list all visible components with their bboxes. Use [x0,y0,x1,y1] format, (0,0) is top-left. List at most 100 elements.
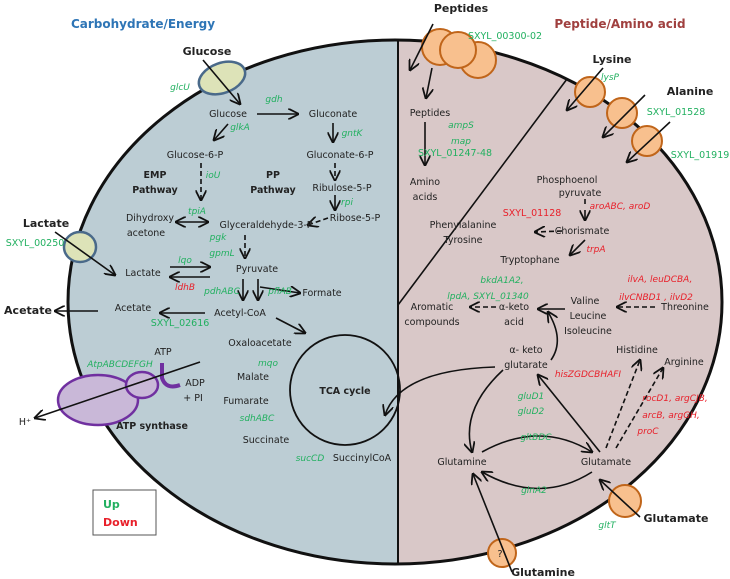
glutamate: Glutamate [581,457,631,468]
gluconate: Gluconate [309,109,358,120]
gene-bkdA1A2: bkdA1A2, [480,276,523,286]
succinylcoa: SuccinylCoA [333,453,392,464]
alpha-keto-acid-1: α-keto [499,302,529,313]
tca-cycle-circle [289,334,401,446]
gene-sxyl-00250: SXYL_00250 [6,238,65,249]
ext-acetate: Acetate [4,304,52,317]
unknown-transporter-mark: ? [497,549,502,560]
pi: + PI [183,393,203,404]
emp-pathway-1: EMP [144,170,167,181]
gene-ilvA-leuDCBA: ilvA, leuDCBA, [628,275,693,285]
pp-pathway-2: Pathway [250,185,296,196]
phosphoenolpyruvate-2: pyruvate [559,188,602,199]
gene-aro: aroABC, aroD [590,202,651,212]
glutamine-transporter [487,538,517,568]
alpha-keto-acid-2: acid [504,317,524,328]
peptide-transporter [421,28,497,79]
gene-ilvCNBD1-ilvD2: ilvCNBD1 , ilvD2 [619,293,693,303]
gene-sxyl-00300-02: SXYL_00300-02 [468,31,542,42]
ext-alanine: Alanine [667,85,714,98]
legend: Up Down [92,489,157,536]
gene-sucCD: sucCD [296,454,325,464]
gene-tpiA: tpiA [188,207,206,217]
h-plus: H⁺ [19,417,31,428]
gene-gltT: gltT [598,521,617,531]
gene-sxyl-02616: SXYL_02616 [151,318,210,329]
glyceraldehyde-3-p: Glyceraldehyde-3-P [219,220,312,231]
emp-pathway-2: Pathway [132,185,178,196]
lactate: Lactate [125,268,161,279]
pp-pathway-1: PP [266,170,280,181]
gluconate-6-p: Gluconate-6-P [306,150,373,161]
malate: Malate [237,372,269,383]
gene-map: map [451,137,471,147]
gene-glnA2: glnA2 [521,486,547,496]
chorismate: Chorismate [555,226,610,237]
gene-glcU: glcU [170,83,190,93]
gene-sxyl-01128: SXYL_01128 [503,208,562,219]
legend-up: Up [103,498,120,511]
threonine: Threonine [660,302,709,313]
ext-lactate: Lactate [23,217,69,230]
phosphoenolpyruvate-1: Phosphoenol [537,175,598,186]
valine: Valine [571,296,600,307]
region-divider-diagonal [397,74,571,306]
succinate: Succinate [243,435,290,446]
glucose-6-p: Glucose-6-P [167,150,224,161]
gene-sdhABC: sdhABC [240,414,275,424]
gene-ampS: ampS [448,121,474,131]
ribulose-5-p: Ribulose-5-P [312,183,371,194]
gene-lpdA-sxyl-01340: lpdA, SXYL_01340 [447,292,529,302]
gene-gdh: gdh [265,95,282,105]
reaction-arrows [35,23,671,573]
gene-trpA: trpA [586,245,605,255]
gene-ldhB: ldhB [175,283,195,293]
fumarate: Fumarate [223,396,268,407]
gene-gpmL: gpmL [209,249,234,259]
tyrosine: Tyrosine [443,235,483,246]
dihydroxyacetone-1: Dihydroxy [126,213,174,224]
ribose-5-p: Ribose-5-P [330,213,381,224]
gene-arcB-argGH: arcB, argGH, [642,411,700,421]
gene-pdhABC: pdhABC [203,287,240,297]
acetate: Acetate [115,303,152,314]
atp-synthase-shape [56,363,181,427]
lactate-transporter [62,230,98,264]
gene-atpABCDEFGH: AtpABCDEFGH [86,360,153,370]
gene-ioU: ioU [206,171,221,181]
legend-down: Down [103,516,138,529]
gene-mqo: mqo [258,359,278,369]
tca-cycle-label: TCA cycle [319,386,370,397]
gene-rpi: rpi [341,198,353,208]
gene-lqo: lqo [178,256,192,266]
adp: ADP [185,378,205,389]
peptides: Peptides [410,108,451,119]
ext-glutamate: Glutamate [644,512,709,525]
phenylalanine: Phenylalanine [430,220,497,231]
gene-sxyl-01919: SXYL_01919 [671,150,730,161]
glutamate-transporter [608,484,642,518]
ext-lysine: Lysine [592,53,631,66]
amino-acids-2: acids [413,192,438,203]
ext-peptides: Peptides [434,2,489,15]
gene-glkA: glkA [230,123,250,133]
atp-synthase-label: ATP synthase [116,421,188,432]
glucose: Glucose [209,109,247,120]
histidine: Histidine [616,345,658,356]
gene-pflAB: pflAB [267,287,292,297]
gene-sxyl-01528: SXYL_01528 [647,107,706,118]
gene-gluD1: gluD1 [518,392,545,402]
acetyl-coa: Acetyl-CoA [214,308,266,319]
aromatic-compounds-2: compounds [404,317,459,328]
arginine: Arginine [664,357,704,368]
gene-gntK: gntK [342,129,364,139]
isoleucine: Isoleucine [564,326,612,337]
pyruvate: Pyruvate [236,264,278,275]
alpha-ketoglutarate-2: glutarate [504,360,548,371]
carb-title: Carbohydrate/Energy [71,17,215,31]
leucine: Leucine [570,311,607,322]
gene-gluD2: gluD2 [518,407,545,417]
gene-proC: proC [636,427,659,437]
amino-acids-1: Amino [410,177,440,188]
